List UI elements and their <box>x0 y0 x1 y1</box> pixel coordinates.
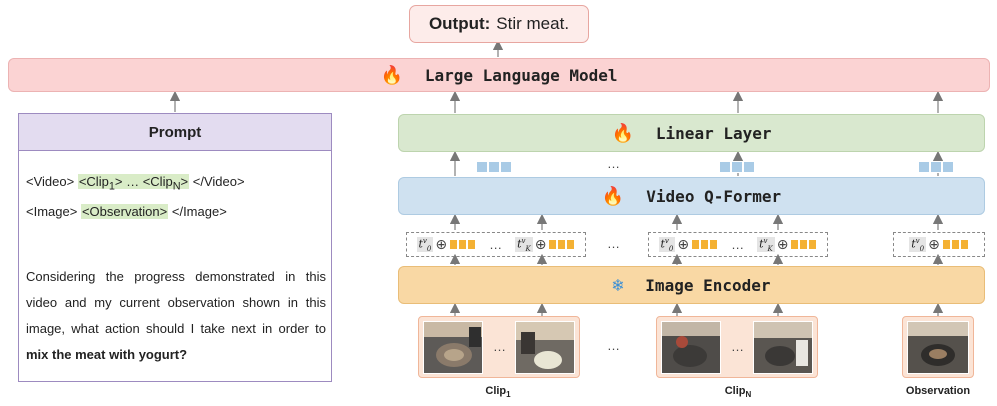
temporal-embedding-t0: tv0 <box>909 236 927 253</box>
ellipsis: … <box>731 339 744 354</box>
prompt-panel: Prompt <Video> <Clip1> … <ClipN> </Video… <box>18 113 332 382</box>
clipN-token-group: tv0 ⊕ … tvK ⊕ <box>648 232 828 257</box>
video-frame <box>661 321 721 374</box>
output-box: Output: Stir meat. <box>409 5 589 43</box>
llm-label: Large Language Model <box>424 65 618 85</box>
image-open-tag: <Image> <box>26 204 78 219</box>
image-encoder-layer: ❄ Image Encoder <box>398 266 985 304</box>
observation-frame-group <box>902 316 974 378</box>
clip1-frames: … <box>418 316 580 378</box>
qformer-label: Video Q-Former <box>646 186 782 206</box>
query-tokens-group-2 <box>719 161 755 173</box>
video-close-tag: </Video> <box>192 174 245 189</box>
video-frame <box>423 321 483 374</box>
linear-label: Linear Layer <box>655 123 772 143</box>
prompt-title: Prompt <box>19 114 331 151</box>
llm-layer: 🔥 Large Language Model <box>8 58 990 92</box>
ellipsis: … <box>607 338 620 353</box>
fire-icon: 🔥 <box>601 185 625 207</box>
query-tokens-group-3 <box>918 161 954 173</box>
clipN-frames: … <box>656 316 818 378</box>
snowflake-icon: ❄ <box>612 274 624 296</box>
prompt-question-goal: mix the meat with yogurt? <box>26 347 188 362</box>
observation-image <box>907 321 969 374</box>
ellipsis: … <box>493 339 506 354</box>
encoder-label: Image Encoder <box>645 275 771 295</box>
video-qformer-layer: 🔥 Video Q-Former <box>398 177 985 215</box>
observation-token-highlight: <Observation> <box>80 204 169 219</box>
ellipsis: … <box>607 156 620 171</box>
prompt-question: Considering the progress demonstrated in… <box>26 269 326 362</box>
output-text: Stir meat. <box>496 14 570 33</box>
temporal-embedding-tk: tvK <box>757 236 775 253</box>
video-frame <box>515 321 575 374</box>
fire-icon: 🔥 <box>611 122 634 144</box>
prompt-image-line: <Image> <Observation> </Image> <box>26 204 227 219</box>
image-close-tag: </Image> <box>171 204 227 219</box>
frame-token-last: tvK ⊕ <box>515 236 576 253</box>
ellipsis: … <box>607 236 620 251</box>
clip-tokens-highlight: <Clip1> … <ClipN> <box>77 174 190 193</box>
query-tokens-group-1 <box>476 161 512 173</box>
frame-token-first: tv0 ⊕ <box>416 236 477 253</box>
temporal-embedding-t0: tv0 <box>658 236 676 253</box>
prompt-video-line: <Video> <Clip1> … <ClipN> </Video> <box>26 174 245 193</box>
observation-token-group: tv0 ⊕ <box>893 232 985 257</box>
clip1-token-group: tv0 ⊕ … tvK ⊕ <box>406 232 586 257</box>
observation-label: Observation <box>905 385 971 397</box>
output-label: Output: <box>428 14 491 33</box>
clipN-label: ClipN <box>724 385 752 400</box>
clip1-label: Clip1 <box>485 385 511 400</box>
video-open-tag: <Video> <box>26 174 75 189</box>
temporal-embedding-tk: tvK <box>515 236 533 253</box>
linear-layer: 🔥 Linear Layer <box>398 114 985 152</box>
fire-icon: 🔥 <box>380 64 403 86</box>
temporal-embedding-t0: tv0 <box>416 236 434 253</box>
video-frame <box>753 321 813 374</box>
